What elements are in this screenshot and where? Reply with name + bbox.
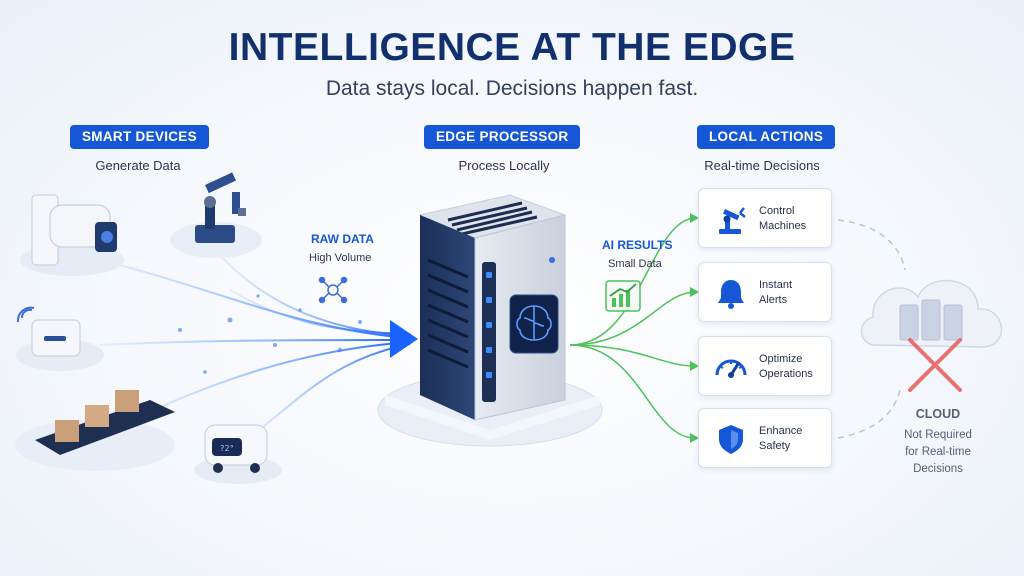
action-card-optimize-operations: Optimize Operations [698, 336, 832, 396]
conveyor-belt-icon [15, 390, 175, 471]
cloud-icon [861, 281, 1001, 390]
delivery-robot-icon: ?2° [194, 425, 282, 484]
cross-icon [910, 340, 960, 390]
robot-display-text: ?2° [220, 444, 234, 453]
cloud-title: CLOUD [898, 407, 978, 421]
bell-icon [713, 275, 749, 311]
action-label-line2: Alerts [759, 293, 829, 308]
action-label-line1: Control [759, 204, 829, 219]
cloud-caption: Not Required for Real-time Decisions [890, 427, 986, 478]
chart-growth-icon [606, 281, 640, 311]
action-label-line1: Optimize [759, 352, 829, 367]
action-card-enhance-safety: Enhance Safety [698, 408, 832, 468]
security-camera-icon [20, 195, 124, 276]
action-card-instant-alerts: Instant Alerts [698, 262, 832, 322]
cloud-caption-line2: for Real-time [890, 444, 986, 461]
action-label-line1: Instant [759, 278, 829, 293]
raw-data-sub: High Volume [309, 252, 371, 264]
ai-results-sub: Small Data [608, 258, 662, 270]
data-particles [178, 294, 362, 373]
ai-results-label: AI RESULTS [602, 238, 672, 252]
robot-arm-icon [713, 201, 749, 237]
shield-icon [713, 421, 749, 457]
raw-data-label: RAW DATA [311, 232, 374, 246]
action-label-line2: Operations [759, 367, 829, 382]
wifi-sensor-icon [16, 308, 104, 371]
cloud-caption-line3: Decisions [890, 461, 986, 478]
action-label-line1: Enhance [759, 424, 829, 439]
robot-arm-device-icon [170, 172, 262, 258]
gauge-icon [713, 349, 749, 385]
cloud-caption-line1: Not Required [890, 427, 986, 444]
network-icon [320, 278, 347, 303]
action-label-line2: Safety [759, 439, 829, 454]
raw-data-arrow [390, 320, 418, 358]
action-label-line2: Machines [759, 219, 829, 234]
edge-processor-tower [378, 195, 602, 446]
action-card-control-machines: Control Machines [698, 188, 832, 248]
